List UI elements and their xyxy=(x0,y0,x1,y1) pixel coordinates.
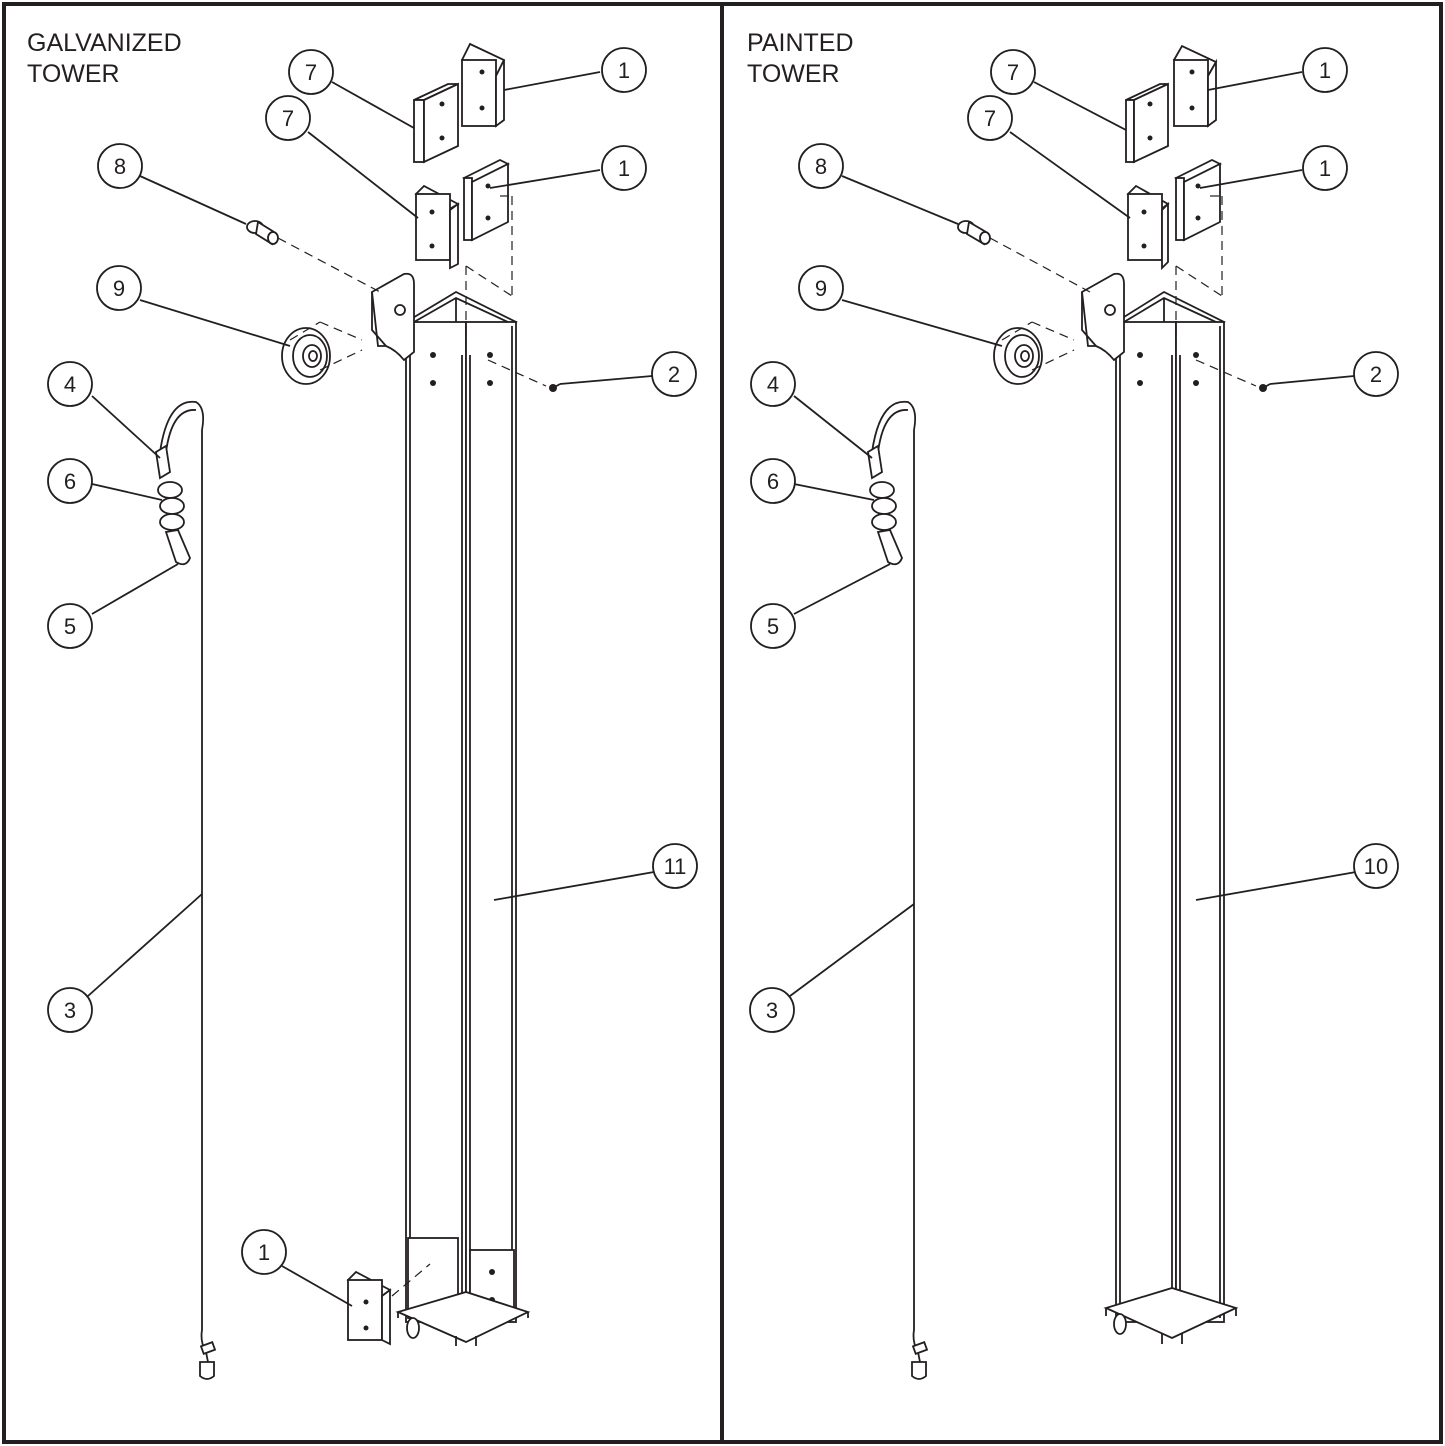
pin xyxy=(246,220,279,246)
callout-label: 1 xyxy=(618,156,630,181)
callout-label: 3 xyxy=(64,998,76,1023)
plate-top-back-right xyxy=(460,42,506,128)
callout-10: 10 xyxy=(1353,843,1399,889)
pin xyxy=(957,220,991,246)
plate-bottom xyxy=(346,1270,392,1346)
callout-1: 1 xyxy=(601,145,647,191)
callout-label: 9 xyxy=(815,276,827,301)
callout-label: 7 xyxy=(1007,60,1019,85)
cable-assembly xyxy=(867,400,929,1380)
plate-top-back-left xyxy=(1125,82,1169,164)
callout-label: 8 xyxy=(815,154,827,179)
callout-2: 2 xyxy=(1353,351,1399,397)
callout-7: 7 xyxy=(967,95,1013,141)
callout-9: 9 xyxy=(798,265,844,311)
plate-top-front-right xyxy=(461,158,511,242)
callout-3: 3 xyxy=(47,987,93,1033)
callout-label: 1 xyxy=(258,1240,270,1265)
callout-label: 2 xyxy=(1370,362,1382,387)
callout-label: 11 xyxy=(664,854,687,879)
pulley-wheel xyxy=(281,327,331,385)
callout-6: 6 xyxy=(750,458,796,504)
plate-top-back-right xyxy=(1172,44,1218,128)
callout-label: 1 xyxy=(618,58,630,83)
callout-label: 3 xyxy=(766,998,778,1023)
callout-7: 7 xyxy=(265,95,311,141)
callout-label: 5 xyxy=(64,614,76,639)
callout-label: 4 xyxy=(64,372,76,397)
callout-label: 4 xyxy=(767,372,779,397)
callout-2: 2 xyxy=(651,351,697,397)
plate-top-front-left xyxy=(1126,184,1170,271)
assembly-lines xyxy=(989,195,1257,387)
cable-assembly xyxy=(155,400,217,1380)
callout-8: 8 xyxy=(798,143,844,189)
panel-title-painted-tower: PAINTED TOWER xyxy=(747,29,854,88)
leader-lines xyxy=(87,71,655,1307)
tower-post xyxy=(395,290,531,1346)
callout-label: 5 xyxy=(767,614,779,639)
plate-top-front-right xyxy=(1173,158,1223,242)
callout-6: 6 xyxy=(47,458,93,504)
callout-label: 7 xyxy=(984,106,996,131)
plate-top-front-left xyxy=(414,184,460,270)
galvanized-tower-panel: 7 1 7 8 1 9 4 2 6 5 11 3 1 xyxy=(47,42,698,1380)
callout-8: 8 xyxy=(97,143,143,189)
callout-3: 3 xyxy=(749,987,795,1033)
callout-7: 7 xyxy=(288,49,334,95)
callout-1: 1 xyxy=(241,1229,287,1275)
callout-9: 9 xyxy=(96,265,142,311)
callout-4: 4 xyxy=(47,361,93,407)
pulley-wheel xyxy=(993,327,1043,385)
set-screw xyxy=(1259,383,1271,392)
callout-1: 1 xyxy=(601,47,647,93)
callout-7: 7 xyxy=(990,49,1036,95)
callout-11: 11 xyxy=(652,843,698,889)
callout-4: 4 xyxy=(750,361,796,407)
leader-lines xyxy=(789,71,1357,997)
callout-label: 2 xyxy=(668,362,680,387)
callout-1: 1 xyxy=(1302,145,1348,191)
callout-label: 6 xyxy=(767,469,779,494)
panel-title-galvanized-tower: GALVANIZED TOWER xyxy=(27,29,182,88)
tower-post xyxy=(1103,290,1239,1344)
callout-1: 1 xyxy=(1302,47,1348,93)
callout-label: 9 xyxy=(113,276,125,301)
set-screw xyxy=(549,383,561,392)
callout-label: 6 xyxy=(64,469,76,494)
assembly-lines xyxy=(277,195,547,1297)
pulley-bracket xyxy=(371,272,415,362)
callout-label: 1 xyxy=(1319,58,1331,83)
callout-5: 5 xyxy=(750,603,796,649)
callout-5: 5 xyxy=(47,603,93,649)
callout-label: 10 xyxy=(1364,854,1388,879)
callout-label: 1 xyxy=(1319,156,1331,181)
pulley-bracket xyxy=(1081,272,1125,362)
callout-label: 7 xyxy=(282,106,294,131)
plate-top-back-left xyxy=(413,82,459,164)
painted-tower-panel: 7 1 7 8 1 9 4 2 6 5 10 3 xyxy=(749,44,1399,1380)
callout-label: 7 xyxy=(305,60,317,85)
callout-label: 8 xyxy=(114,154,126,179)
